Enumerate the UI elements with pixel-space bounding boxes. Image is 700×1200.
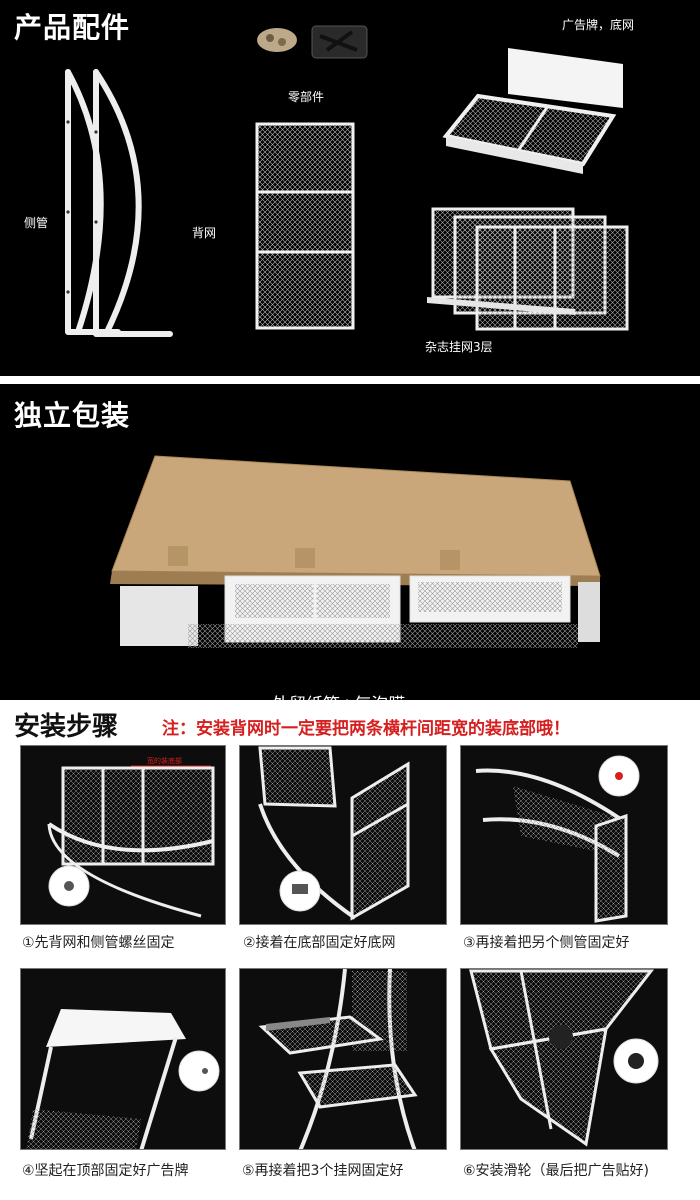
side-tube-image	[65, 69, 173, 337]
small-parts-image	[257, 25, 368, 59]
parts-title: 产品配件	[14, 11, 131, 44]
step-3-caption: ③再接着把另个侧管固定好	[463, 935, 630, 951]
small-parts-label: 零部件	[288, 90, 325, 104]
section-divider	[0, 376, 700, 384]
step-1-image: 宽的装底部	[20, 745, 226, 925]
install-title: 安装步骤	[14, 712, 119, 742]
side-tube-label: 侧管	[24, 216, 49, 230]
magazine-net-image	[427, 207, 629, 331]
packaging-caption: 外贸纸箱+气泡膜	[272, 690, 405, 700]
step-4-image	[20, 968, 226, 1150]
back-net-label: 背网	[192, 226, 217, 240]
step-5-image	[239, 968, 447, 1150]
step-2-caption: ②接着在底部固定好底网	[243, 935, 396, 951]
step-4-caption: ④坚起在顶部固定好广告牌	[22, 1163, 189, 1179]
parts-section: 产品配件 侧管 背网 零部件 广告牌，底网	[0, 0, 700, 376]
packaging-section: 独立包装 外贸纸箱+气泡膜	[0, 384, 700, 700]
sign-base-label: 广告牌，底网	[562, 18, 635, 32]
step-5-caption: ⑤再接着把3个挂网固定好	[242, 1163, 404, 1179]
step-3-image	[460, 745, 668, 925]
sign-base-image	[442, 48, 623, 174]
step-1-caption: ①先背网和侧管螺丝固定	[22, 935, 175, 951]
packaging-image	[110, 455, 601, 648]
back-net-image	[255, 122, 355, 330]
step-6-caption: ⑥安装滑轮（最后把广告贴好)	[463, 1163, 650, 1179]
install-note: 注：安装背网时一定要把两条横杆间距宽的装底部哦！	[162, 719, 570, 739]
step-2-image	[239, 745, 447, 925]
magazine-net-label: 杂志挂网3层	[425, 340, 493, 354]
step-6-image	[460, 968, 668, 1150]
packaging-title: 独立包装	[14, 399, 131, 432]
install-section: 安装步骤 注：安装背网时一定要把两条横杆间距宽的装底部哦！ 宽的装底部 ①先背网…	[0, 700, 700, 1200]
step-1-detail-label: 宽的装底部	[147, 757, 182, 765]
